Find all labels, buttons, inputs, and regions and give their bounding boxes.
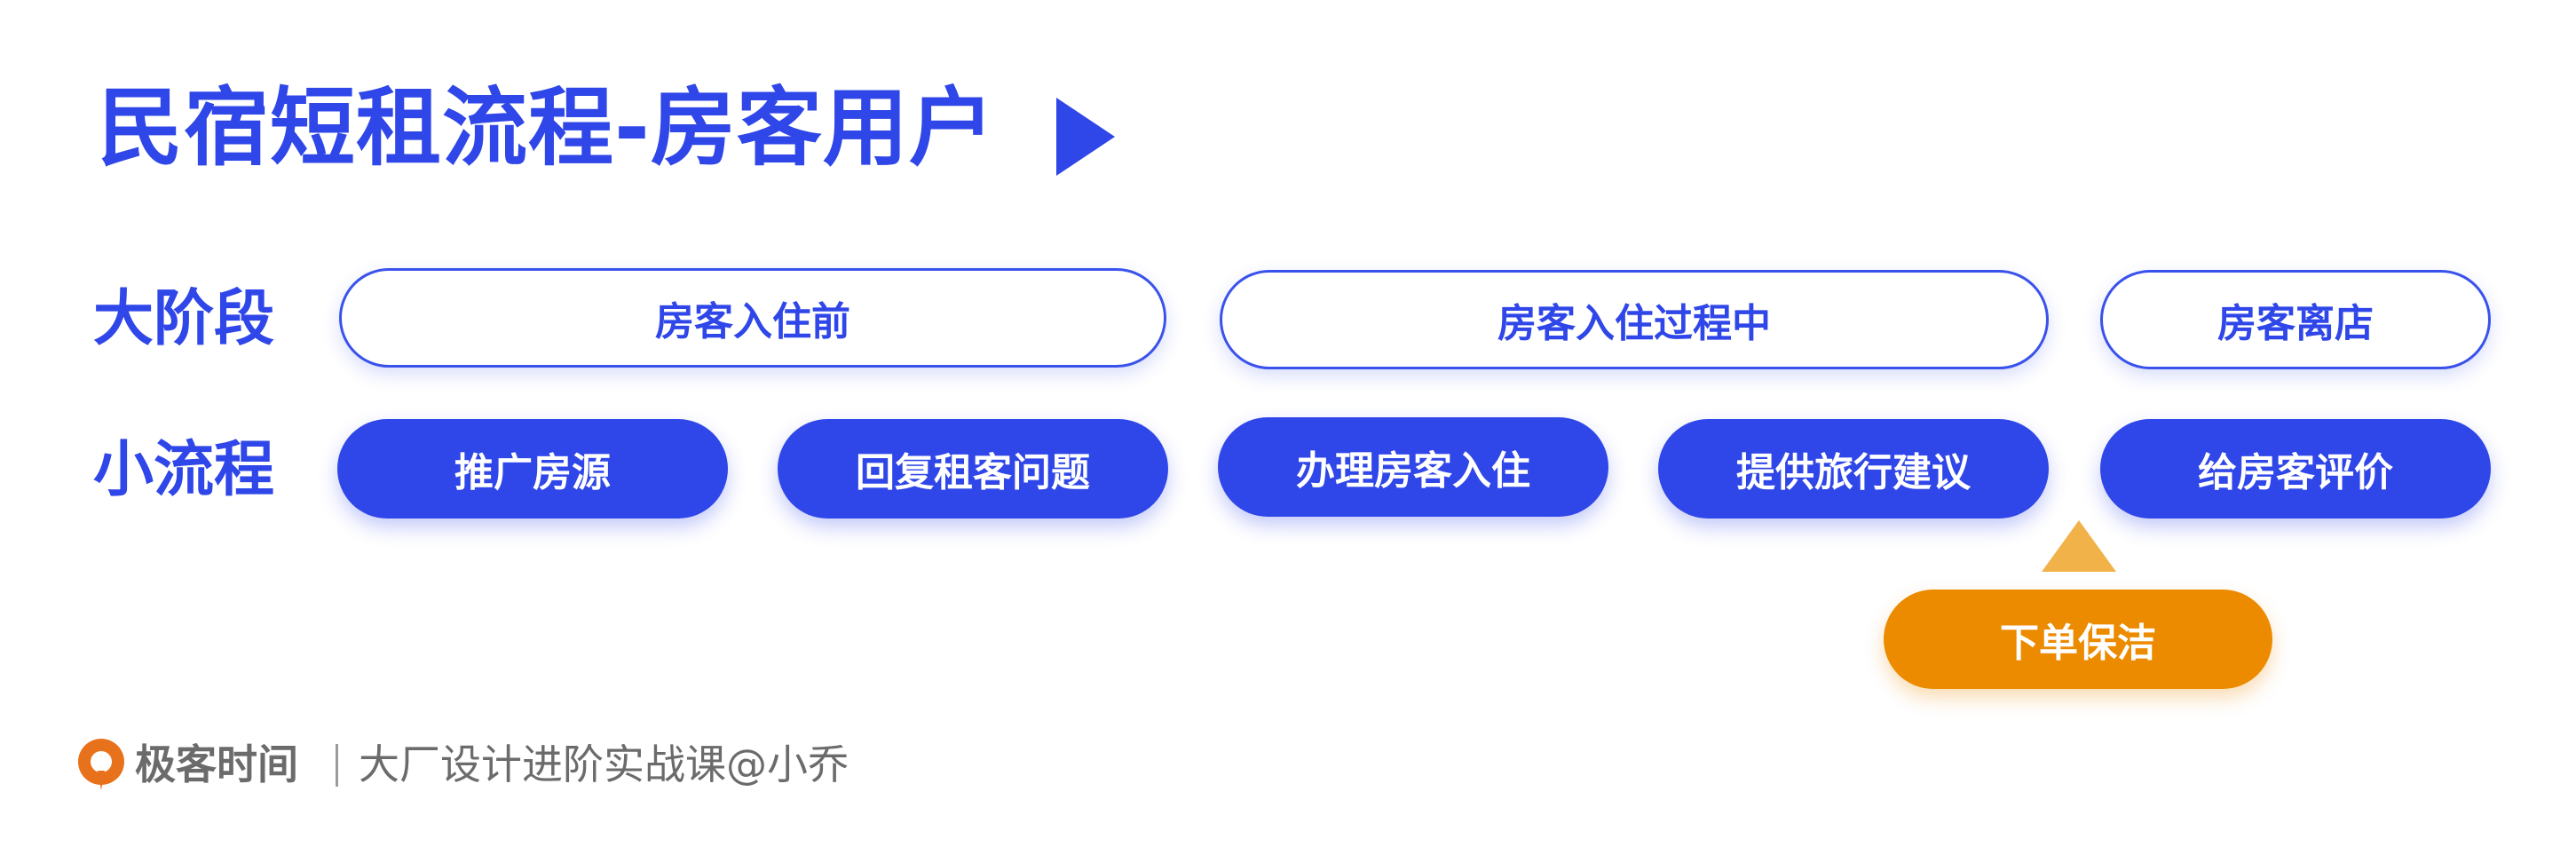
course-credit: 大厂设计进阶实战课@小乔 <box>359 740 849 788</box>
page-title: 民宿短租流程-房客用户 <box>98 78 995 178</box>
stage-pill-before-checkin: 房客入住前 <box>339 268 1166 368</box>
stage-pill-during-stay: 房客入住过程中 <box>1220 270 2049 369</box>
footer-divider <box>336 744 338 787</box>
row-label-flow: 小流程 <box>93 435 275 505</box>
flow-pill-travel-advice: 提供旅行建议 <box>1658 419 2049 519</box>
flow-pill-reply-questions: 回复租客问题 <box>778 419 1168 519</box>
flow-pill-rate-guest: 给房客评价 <box>2100 419 2491 519</box>
geektime-logo-icon <box>78 739 124 790</box>
flow-pill-checkin: 办理房客入住 <box>1218 417 1608 517</box>
play-triangle-icon <box>1056 98 1115 176</box>
stage-pill-checkout: 房客离店 <box>2100 270 2491 369</box>
flow-pill-promote-listing: 推广房源 <box>337 419 728 519</box>
branch-pill-order-cleaning: 下单保洁 <box>1884 590 2272 689</box>
branch-pointer-icon <box>2042 520 2116 572</box>
brand-name: 极客时间 <box>135 740 298 788</box>
row-label-stage: 大阶段 <box>93 284 275 354</box>
